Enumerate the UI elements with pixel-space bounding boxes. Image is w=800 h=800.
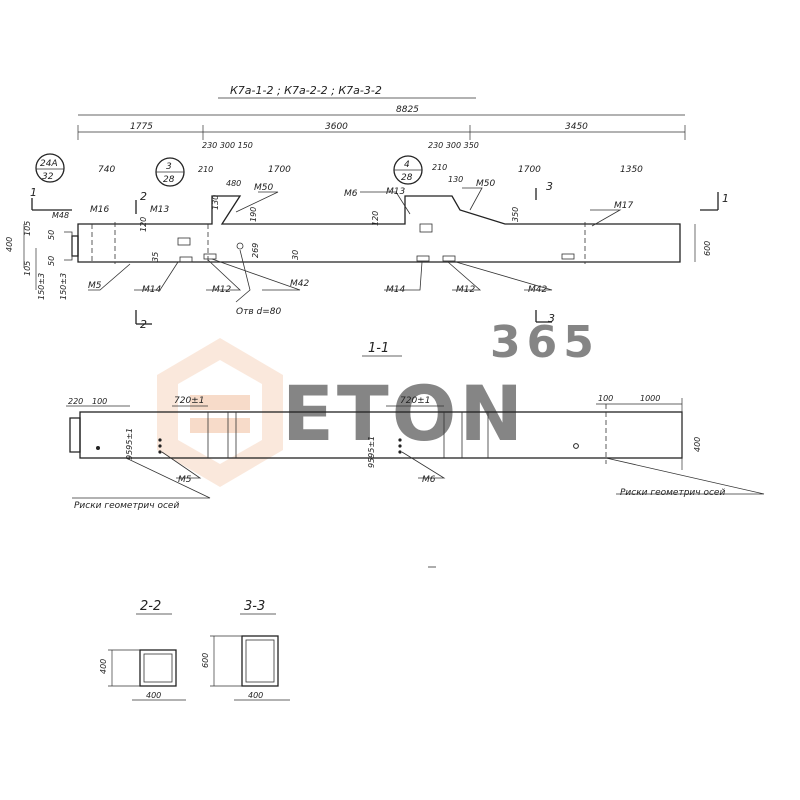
lbl-150-13b: 150±3 (59, 273, 68, 300)
beam-plan (66, 398, 765, 499)
callout-4-bottom: 28 (401, 173, 413, 183)
lbl-m13b: М13 (386, 187, 405, 197)
plan-lbl-m5: М5 (178, 475, 192, 485)
lbl-30: 30 (291, 250, 300, 260)
lbl-50b: 50 (47, 256, 56, 266)
mark-1-left: 1 (30, 186, 37, 199)
dim-seg-2: 3600 (325, 122, 348, 132)
sec22-width: 400 (146, 691, 161, 700)
section-2-2 (108, 649, 186, 701)
lbl-480: 480 (226, 179, 241, 188)
lbl-600: 600 (703, 241, 712, 256)
plan-lbl-100a: 100 (92, 397, 107, 406)
watermark: 365 ETON (157, 317, 600, 487)
watermark-number: 365 (490, 317, 600, 368)
lbl-m12a: М12 (212, 285, 231, 295)
plan-lbl-220: 220 (68, 397, 83, 406)
lbl-m48: М48 (52, 211, 69, 220)
lbl-m17: М17 (614, 201, 633, 211)
plan-lbl-9595a: 9595±1 (125, 428, 134, 460)
section-3-3-title: 3-3 (244, 599, 265, 614)
lbl-m12b: М12 (456, 285, 475, 295)
lbl-m14a: М14 (142, 285, 161, 295)
lbl-m5: М5 (88, 281, 102, 291)
lbl-m6: М6 (344, 189, 358, 199)
sec33-width: 400 (248, 691, 263, 700)
lbl-130: 130 (448, 175, 463, 184)
lbl-120: 120 (139, 217, 148, 232)
lbl-130a: 130 (211, 195, 220, 210)
mark-3-bottom: 3 (548, 312, 555, 325)
plan-lbl-1000: 1000 (640, 394, 660, 403)
lbl-190: 190 (249, 207, 258, 222)
callout-3: 3 28 (155, 157, 185, 187)
drawing-title: К7а-1-2 ; К7а-2-2 ; К7а-3-2 (230, 84, 382, 97)
lbl-400-left: 400 (5, 237, 14, 252)
lbl-210b: 210 (432, 163, 447, 172)
lbl-m42b: М42 (528, 285, 547, 295)
lbl-269: 269 (251, 243, 260, 258)
section-1-1-title: 1-1 (368, 341, 389, 356)
lbl-1350: 1350 (620, 165, 643, 175)
lbl-m13a: М13 (150, 205, 169, 215)
watermark-brand: ETON (282, 369, 526, 458)
lbl-230-300-350: 230 300 350 (428, 141, 479, 150)
lbl-m14b: М14 (386, 285, 405, 295)
lbl-1700a: 1700 (268, 165, 291, 175)
callout-4-top: 4 (404, 160, 410, 170)
beam-elevation (23, 187, 719, 325)
section-2-2-title: 2-2 (140, 599, 161, 614)
lbl-35: 35 (151, 252, 160, 262)
lbl-m50b: М50 (476, 179, 495, 189)
lbl-m50a: М50 (254, 183, 273, 193)
lbl-m16: М16 (90, 205, 109, 215)
lbl-hole: Отв d=80 (236, 307, 281, 317)
callout-24a-top: 24А (40, 159, 58, 169)
sec33-height: 600 (201, 653, 210, 668)
mark-3-top: 3 (546, 180, 553, 193)
mark-2-top: 2 (140, 190, 147, 203)
plan-lbl-100b: 100 (598, 394, 613, 403)
lbl-50a: 50 (47, 230, 56, 240)
lbl-1700b: 1700 (518, 165, 541, 175)
lbl-230-300-150: 230 300 150 (202, 141, 253, 150)
callout-4: 4 28 (393, 155, 423, 185)
plan-lbl-720b: 720±1 (400, 396, 430, 406)
lbl-m42a: М42 (290, 279, 309, 289)
lbl-105b: 105 (23, 261, 32, 276)
lbl-350: 350 (511, 207, 520, 222)
lbl-210a: 210 (198, 165, 213, 174)
lbl-105a: 105 (23, 221, 32, 236)
callout-24a: 24А 32 (35, 153, 65, 183)
plan-lbl-axis-right: Риски геометрич осей (620, 488, 725, 498)
lbl-740: 740 (98, 165, 115, 175)
sec22-height: 400 (99, 659, 108, 674)
plan-lbl-axis-left: Риски геометрич осей (74, 501, 179, 511)
lbl-120b: 120 (371, 211, 380, 226)
callout-3-bottom: 28 (163, 175, 175, 185)
dim-overall: 8825 (396, 105, 419, 115)
lbl-150-13: 150±3 (37, 273, 46, 300)
mark-2-bottom: 2 (140, 318, 147, 331)
callout-3-top: 3 (166, 162, 172, 172)
plan-lbl-400: 400 (693, 437, 702, 452)
callout-24a-bottom: 32 (42, 172, 54, 182)
plan-lbl-9595b: 9595±1 (367, 436, 376, 468)
mark-1-right: 1 (722, 192, 729, 205)
dim-seg-1: 1775 (130, 122, 153, 132)
section-3-3 (210, 635, 290, 701)
plan-lbl-720a: 720±1 (174, 396, 204, 406)
plan-lbl-m6: М6 (422, 475, 436, 485)
dim-seg-3: 3450 (565, 122, 588, 132)
